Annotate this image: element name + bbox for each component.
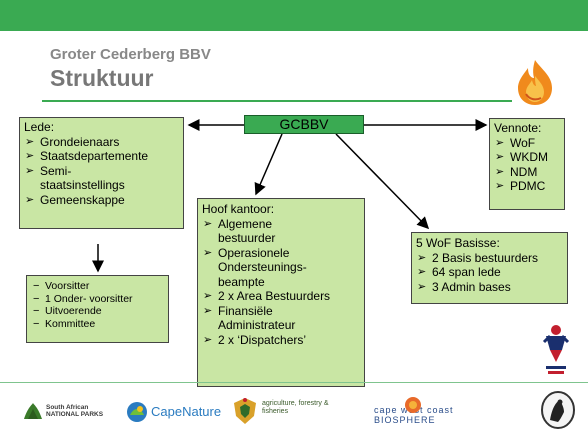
round-seal-logo-icon bbox=[541, 391, 575, 429]
list-item: staatsinstellings bbox=[40, 178, 125, 192]
capenature-logo: CapeNature bbox=[126, 400, 221, 424]
arrow-to-wof-basisse bbox=[335, 133, 430, 230]
list-item: 2 x Area Bestuurders bbox=[202, 289, 360, 304]
hoof-kantoor-box: Hoof kantoor: Algemene bestuurder Operas… bbox=[197, 198, 365, 387]
list-item: Finansiële bbox=[202, 304, 360, 319]
working-on-fire-logo-icon bbox=[542, 325, 570, 374]
center-node-gcbbv: GCBBV bbox=[244, 115, 364, 134]
slide-subtitle: Groter Cederberg BBV bbox=[50, 46, 211, 63]
vennote-box: Vennote: WoF WKDM NDM PDMC bbox=[489, 118, 565, 210]
list-item: Grondeienaars bbox=[24, 135, 179, 150]
committee-box: Voorsitter 1 Onder- voorsitter Uitvoeren… bbox=[26, 275, 169, 343]
biosphere-logo: cape west coast BIOSPHERE bbox=[374, 397, 504, 425]
list-item: Kommittee bbox=[31, 318, 164, 331]
biosphere-label: cape west coast BIOSPHERE bbox=[374, 405, 454, 425]
list-item: Algemene bbox=[202, 217, 360, 232]
list-item: WKDM bbox=[494, 150, 560, 165]
fire-logo-icon bbox=[518, 60, 552, 105]
list-item: 64 span lede bbox=[416, 265, 563, 280]
sanparks-emblem-icon bbox=[24, 403, 42, 419]
list-item-continuation: Administrateur bbox=[218, 318, 296, 332]
slide-title: Struktuur bbox=[50, 65, 154, 91]
agriculture-label: agriculture, forestry & fisheries bbox=[262, 400, 329, 415]
agriculture-logo: agriculture, forestry & fisheries bbox=[232, 396, 354, 428]
list-item-continuation: bestuurder bbox=[218, 231, 276, 245]
footer-separator bbox=[0, 382, 588, 383]
list-item: Staatsdepartemente bbox=[24, 149, 179, 164]
sanparks-logo: South African NATIONAL PARKS bbox=[22, 400, 106, 424]
list-item: Semi- bbox=[24, 164, 179, 179]
top-bar bbox=[0, 0, 588, 31]
wof-basisse-box: 5 WoF Basisse: 2 Basis bestuurders 64 sp… bbox=[411, 232, 568, 304]
biosphere-globe-icon bbox=[405, 397, 421, 413]
list-item: 2 Basis bestuurders bbox=[416, 251, 563, 266]
list-item: Gemeenskappe bbox=[24, 193, 179, 208]
arrow-to-hoof-kantoor bbox=[254, 133, 283, 196]
sanparks-label: South African NATIONAL PARKS bbox=[46, 404, 104, 418]
list-item-continuation: Ondersteunings- bbox=[218, 260, 307, 274]
list-item: WoF bbox=[494, 136, 560, 151]
lede-heading: Lede: bbox=[24, 120, 55, 134]
list-item: NDM bbox=[494, 165, 560, 180]
vennote-heading: Vennote: bbox=[494, 121, 542, 135]
capenature-label: CapeNature bbox=[151, 404, 222, 419]
lede-box: Lede: Grondeienaars Staatsdepartemente S… bbox=[19, 117, 184, 229]
title-separator bbox=[42, 100, 512, 102]
list-item: Operasionele bbox=[202, 246, 360, 261]
coat-of-arms-icon bbox=[234, 398, 256, 424]
list-item: Uitvoerende bbox=[31, 305, 164, 318]
list-item-continuation: beampte bbox=[218, 274, 265, 289]
capenature-emblem-icon bbox=[127, 402, 147, 422]
list-item: Voorsitter bbox=[31, 280, 164, 293]
list-item: 2 x ‘Dispatchers’ bbox=[202, 333, 360, 348]
list-item: 3 Admin bases bbox=[416, 280, 563, 295]
wof-basisse-heading: 5 WoF Basisse: bbox=[416, 236, 500, 250]
hoof-kantoor-heading: Hoof kantoor: bbox=[202, 202, 275, 216]
list-item: PDMC bbox=[494, 179, 560, 194]
list-item: 1 Onder- voorsitter bbox=[31, 293, 164, 306]
